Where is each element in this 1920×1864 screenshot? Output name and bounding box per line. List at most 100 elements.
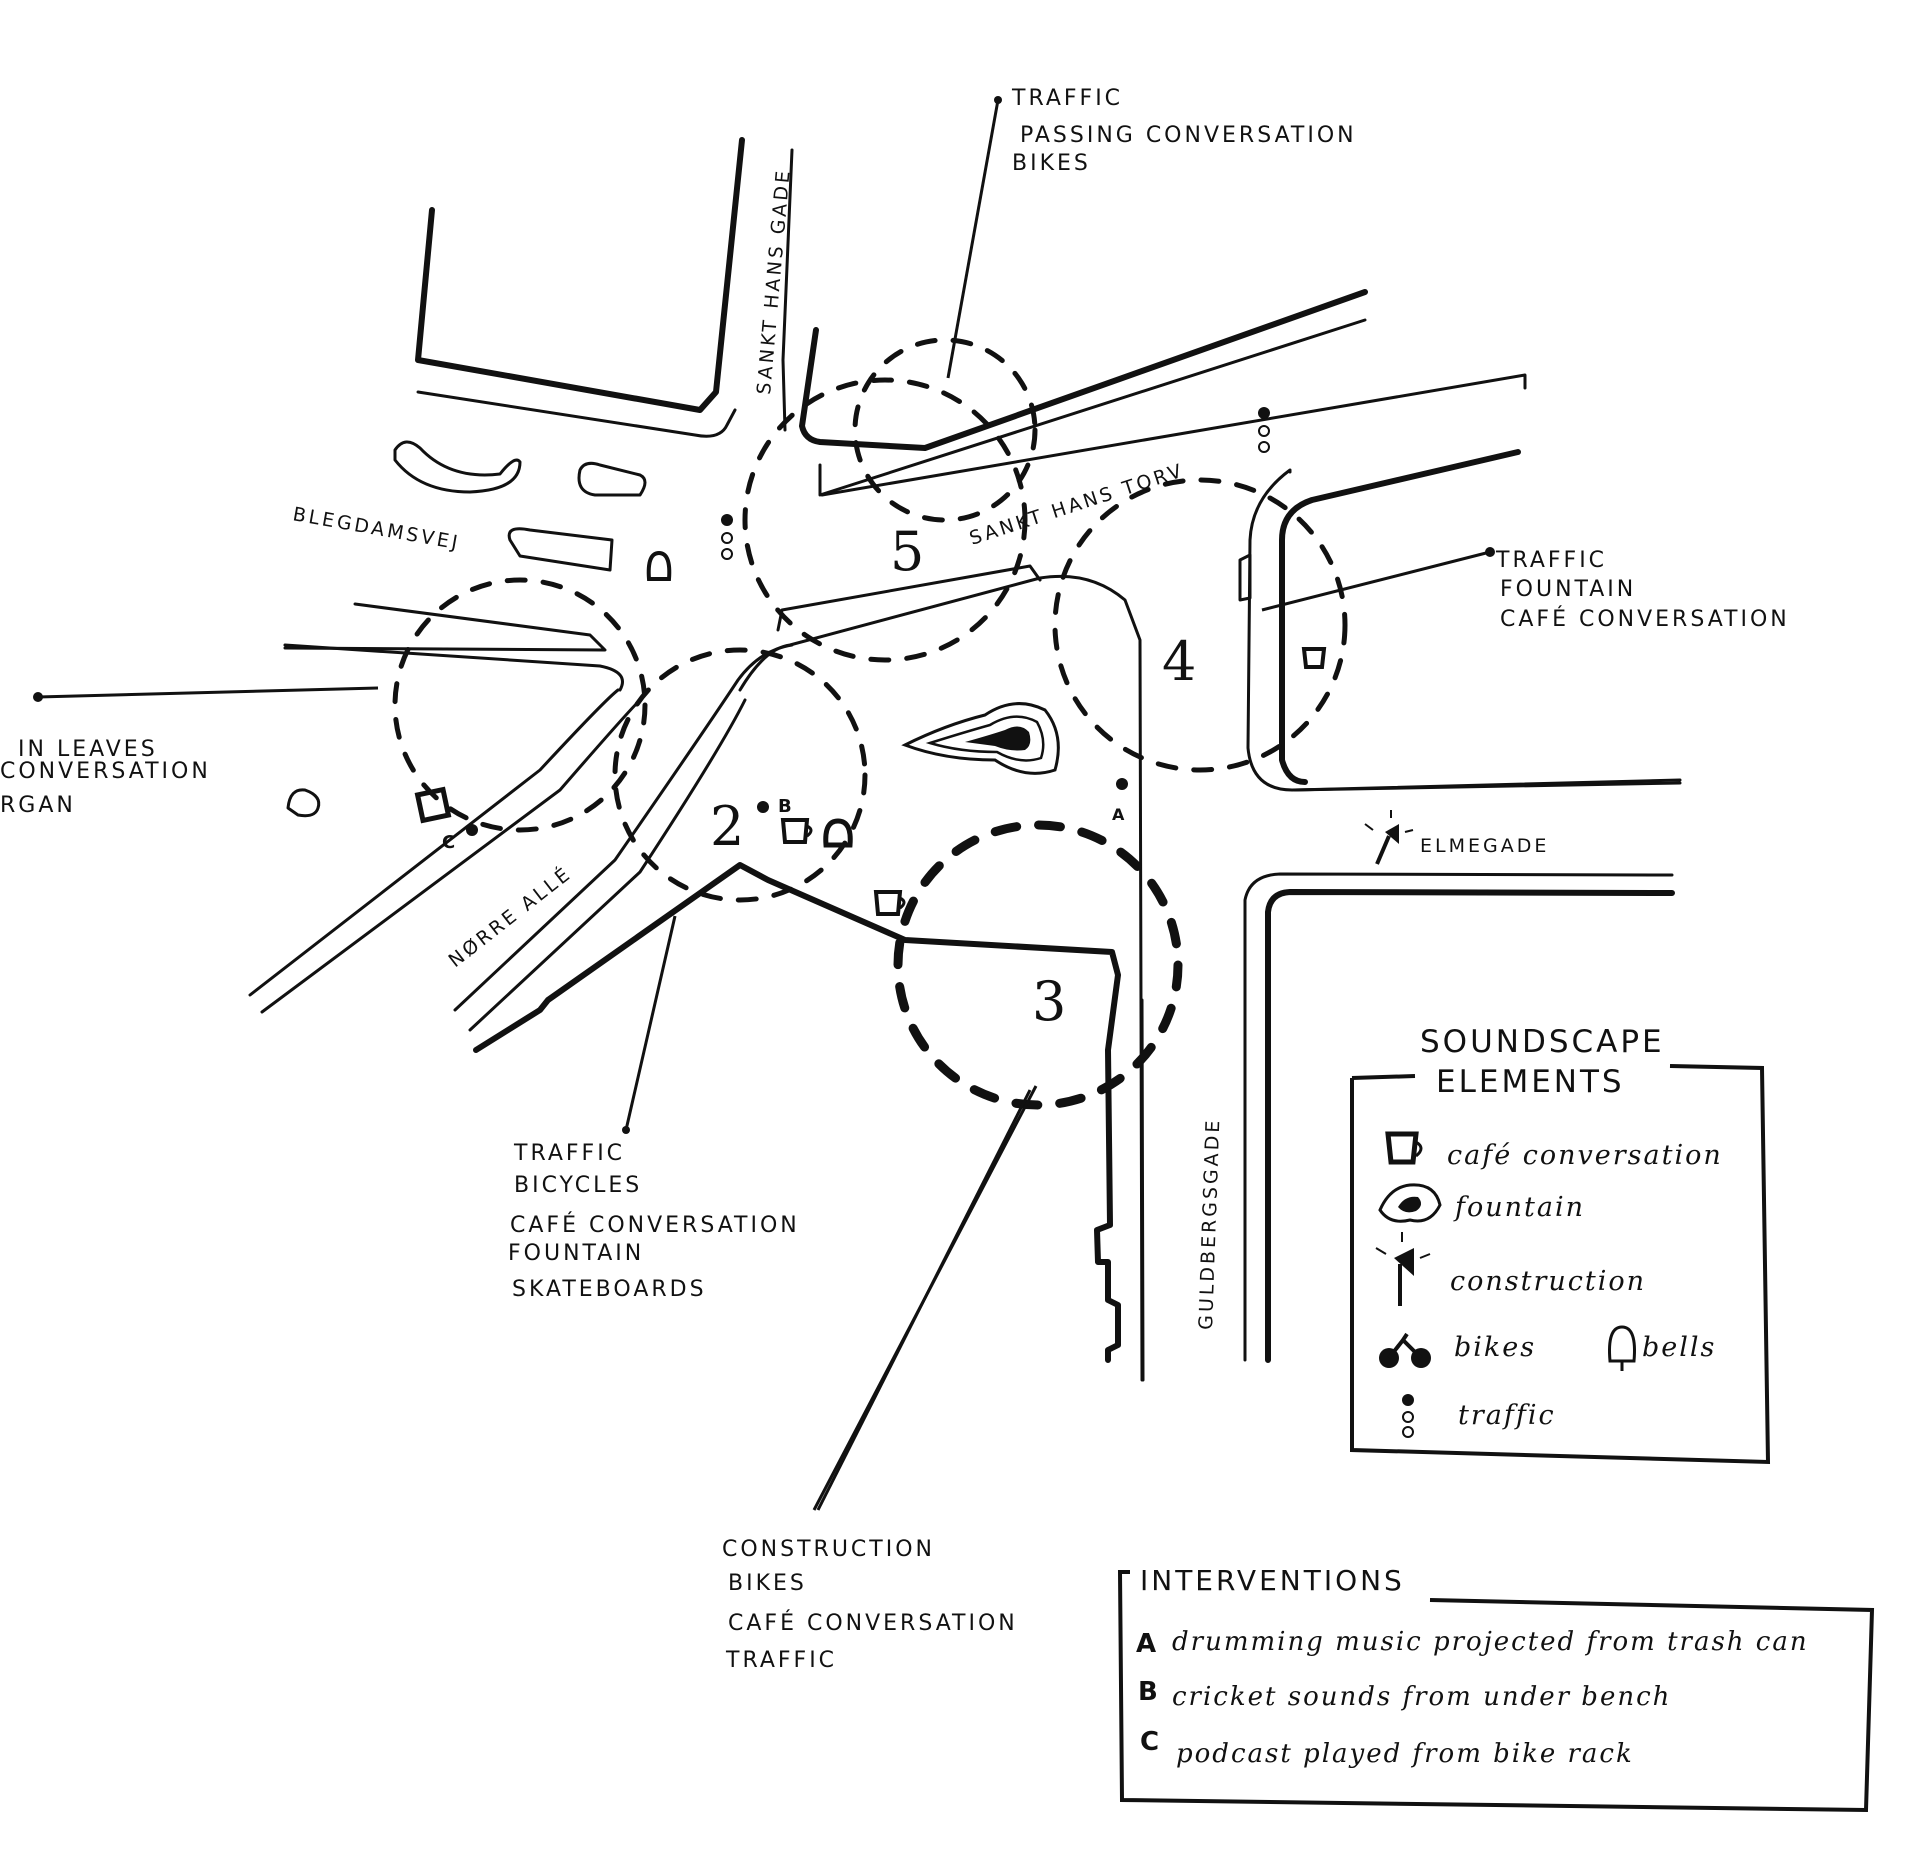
annotation-line: FOUNTAIN — [1500, 577, 1636, 602]
legend-label-bells: bells — [1642, 1332, 1716, 1363]
zone-label-2: 2 — [710, 795, 744, 858]
annotation-line: CAFÉ CONVERSATION — [1500, 606, 1790, 632]
traffic-light-icon — [1402, 1394, 1414, 1438]
annotation-line: CAFÉ CONVERSATION — [728, 1610, 1018, 1636]
construction-icon — [1364, 810, 1414, 865]
norre-alle-west-curb-2 — [260, 698, 642, 1014]
legend: SOUNDSCAPE ELEMENTS café conversation fo… — [1350, 1024, 1771, 1465]
annotation-line: BICYCLES — [514, 1173, 642, 1198]
island-1 — [393, 440, 522, 494]
annotation-line: BIKES — [728, 1571, 807, 1596]
annotation-leaders — [33, 96, 1495, 1511]
fountain-icon — [901, 702, 1060, 775]
legend-title-line1: SOUNDSCAPE — [1420, 1024, 1665, 1060]
bell-icon — [1608, 1325, 1636, 1371]
leader-south-2 — [816, 1089, 1032, 1511]
zone-ring-north — [852, 337, 1038, 523]
interventions-title: INTERVENTIONS — [1140, 1564, 1405, 1597]
legend-label-traffic: traffic — [1458, 1400, 1556, 1431]
intervention-text: drumming music projected from trash can — [1172, 1627, 1809, 1657]
traffic-light-icon — [721, 514, 733, 560]
central-plaza-outline — [738, 574, 1144, 1382]
intervention-text: cricket sounds from under bench — [1172, 1682, 1671, 1712]
zone-ring-4 — [1052, 477, 1348, 773]
zone-label-4: 4 — [1162, 630, 1196, 693]
marker-c-dot — [466, 824, 478, 836]
zone-ring-3 — [893, 820, 1183, 1110]
cup-icon — [1385, 1131, 1423, 1165]
sankt-hans-torv-curb-2 — [820, 373, 1527, 497]
zones: 2 3 4 5 — [392, 337, 1348, 1110]
cup-icon — [873, 890, 906, 916]
street-network — [248, 137, 1682, 1382]
building-right-lower — [1265, 889, 1675, 1363]
marker-c-label: C — [442, 832, 455, 853]
marker-b-dot — [757, 801, 769, 813]
building-top-center — [799, 289, 1368, 451]
right-block-outer — [1246, 468, 1682, 792]
cup-icon — [1301, 647, 1327, 669]
island-3 — [507, 527, 614, 572]
annotation-north: TRAFFIC PASSING CONVERSATION BIKES — [1011, 86, 1357, 176]
annotation-line: CONVERSATION — [0, 759, 211, 784]
fountain-icon — [1378, 1183, 1442, 1223]
intervention-key: B — [1138, 1677, 1158, 1707]
sankt-hans-torv-south-curb — [776, 564, 1042, 632]
annotation-line: TRAFFIC — [1011, 86, 1123, 111]
bell-icon — [646, 550, 672, 581]
norre-alle-east-curb-2 — [468, 698, 747, 1032]
annotation-line: FOUNTAIN — [508, 1241, 644, 1266]
sankt-hans-gade-west-curb — [781, 148, 794, 432]
marker-a-dot — [1116, 778, 1128, 790]
bike-rack-icon — [414, 786, 452, 824]
annotation-line: BIKES — [1012, 151, 1091, 176]
norre-alle-west-curb — [248, 688, 620, 997]
island-5 — [1238, 553, 1252, 602]
leader-south-center — [624, 915, 677, 1131]
street-label-elmegade: ELMEGADE — [1420, 835, 1549, 857]
leader-east — [1261, 550, 1491, 612]
island-2 — [577, 461, 647, 497]
traffic-light-icon — [1258, 407, 1270, 453]
annotation-line: CAFÉ CONVERSATION — [510, 1212, 800, 1238]
annotation-line: TRAFFIC — [725, 1648, 837, 1673]
legend-label-cafe: café conversation — [1447, 1140, 1723, 1171]
legend-title-line2: ELEMENTS — [1436, 1064, 1625, 1100]
legend-label-fountain: fountain — [1453, 1192, 1585, 1223]
building-right-face — [1293, 778, 1682, 792]
map-symbols: A B C — [414, 407, 1414, 916]
annotation-line: TRAFFIC — [513, 1141, 625, 1166]
interventions: INTERVENTIONS A drumming music projected… — [1117, 1564, 1875, 1813]
legend-label-construction: construction — [1450, 1266, 1646, 1297]
bell-icon — [823, 818, 853, 848]
zone-ring-2 — [612, 647, 868, 903]
annotation-line: PASSING CONVERSATION — [1020, 123, 1357, 148]
annotation-west: IN LEAVES CONVERSATION RGAN — [0, 737, 211, 818]
building-top-left — [415, 137, 745, 413]
annotation-south-center: TRAFFIC BICYCLES CAFÉ CONVERSATION FOUNT… — [508, 1141, 800, 1302]
street-label-blegdamsvej: BLEGDAMSVEJ — [291, 503, 462, 554]
building-south — [473, 862, 1121, 1363]
island-4 — [286, 788, 321, 818]
leader-west — [37, 686, 379, 699]
marker-a-label: A — [1112, 805, 1125, 824]
bike-icon — [1379, 1332, 1431, 1368]
construction-icon — [1375, 1232, 1431, 1306]
blegdamsvej-south-curb — [283, 602, 607, 652]
building-right — [1279, 449, 1521, 785]
annotation-line: RGAN — [0, 793, 76, 818]
intervention-key: C — [1140, 1727, 1159, 1757]
annotation-line: IN LEAVES — [18, 737, 158, 762]
leader-north — [946, 99, 1000, 379]
intervention-key: A — [1136, 1629, 1156, 1659]
right-lower-block-outer — [1243, 872, 1674, 1362]
zone-label-3: 3 — [1032, 970, 1066, 1033]
zone-label-5: 5 — [890, 520, 924, 583]
annotation-east: TRAFFIC FOUNTAIN CAFÉ CONVERSATION — [1495, 548, 1790, 632]
street-label-sankt-hans-torv: SANKT HANS TORV — [967, 459, 1187, 549]
legend-label-bikes: bikes — [1454, 1332, 1536, 1363]
zone-ring-5 — [742, 377, 1028, 663]
annotation-line: TRAFFIC — [1495, 548, 1607, 573]
annotation-south: CONSTRUCTION BIKES CAFÉ CONVERSATION TRA… — [722, 1537, 1018, 1673]
